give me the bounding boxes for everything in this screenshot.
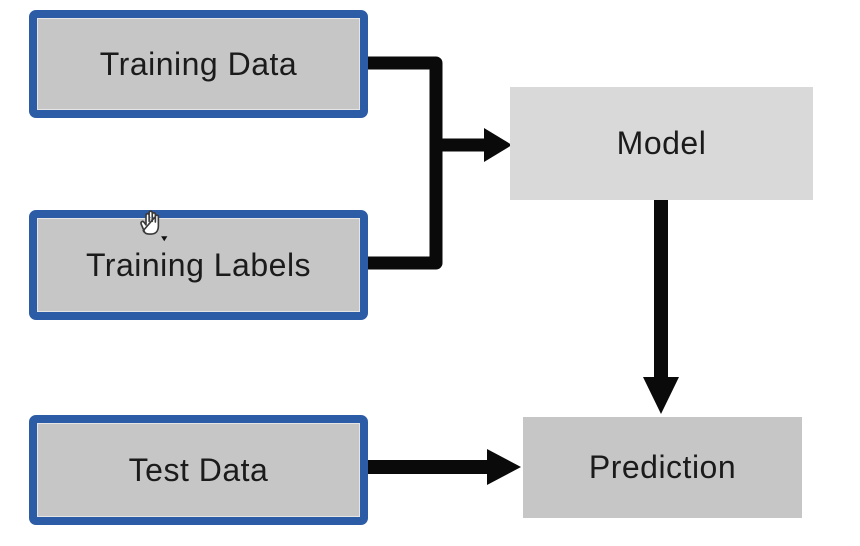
node-training-labels-label: Training Labels <box>85 246 312 283</box>
node-test-data-label: Test Data <box>128 451 269 488</box>
edge-training-merge-line <box>366 56 443 270</box>
edge-model-to-prediction-arrowhead <box>643 377 679 414</box>
node-model-label: Model <box>616 125 707 161</box>
edge-merge-to-model-arrowhead <box>484 128 512 162</box>
node-prediction-label: Prediction <box>588 449 737 485</box>
node-prediction: Prediction <box>523 417 802 518</box>
node-training-labels: Training Labels <box>29 210 368 320</box>
node-model: Model <box>510 87 813 200</box>
node-training-data-label: Training Data <box>99 45 298 82</box>
node-training-data: Training Data <box>29 10 368 118</box>
edge-test-to-prediction-arrowhead <box>487 449 521 485</box>
node-test-data: Test Data <box>29 415 368 525</box>
